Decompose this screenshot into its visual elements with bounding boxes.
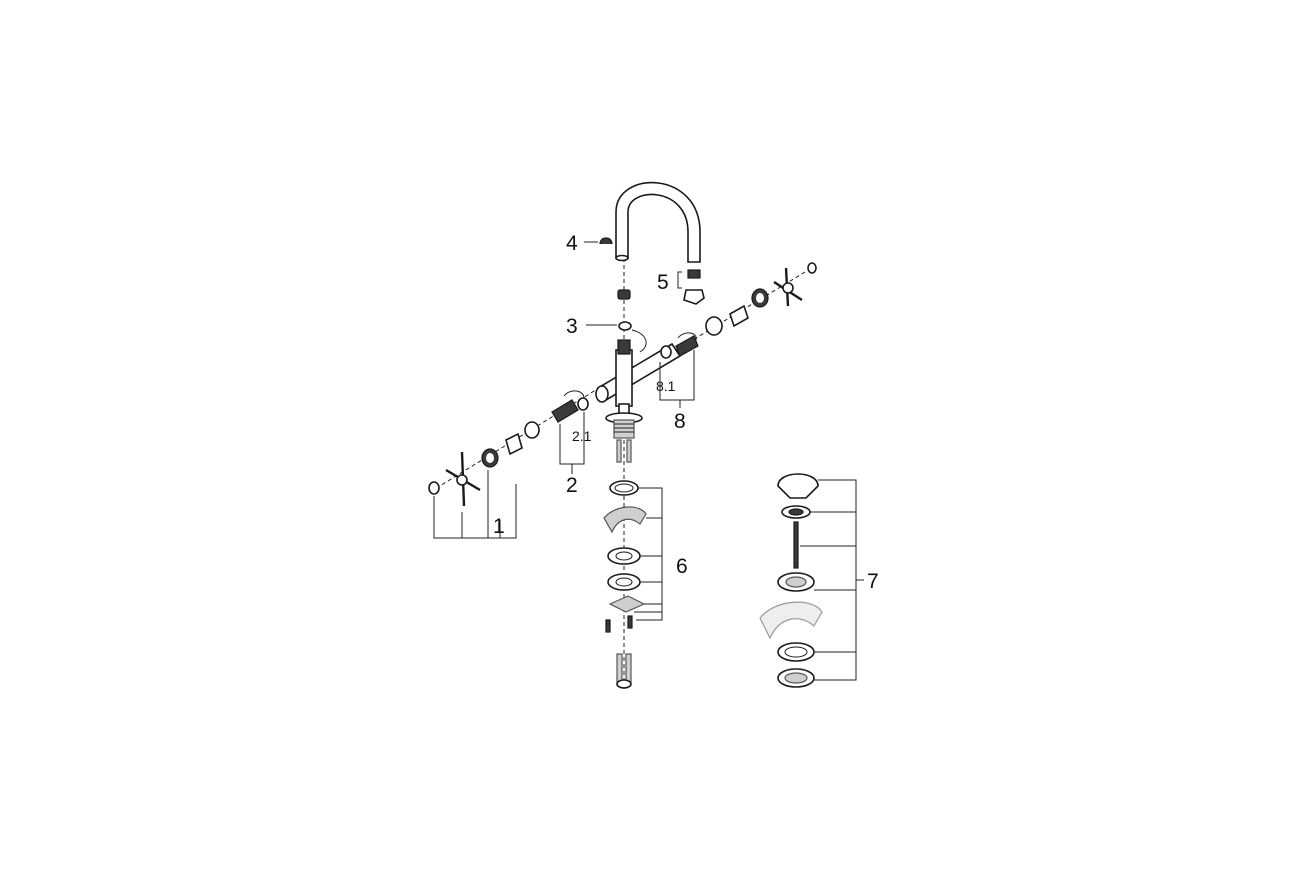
part-3-o-ring [586, 321, 647, 353]
callout-8: 8 [674, 410, 686, 433]
callout-3: 3 [566, 315, 578, 338]
callout-1: 1 [493, 515, 505, 538]
spout-nut [617, 289, 631, 300]
part-2-cartridge-left [551, 390, 589, 423]
supply-hoses-bottom [616, 653, 632, 689]
part-1-leader [433, 470, 517, 539]
valve-body [595, 339, 682, 439]
callout-6: 6 [676, 555, 688, 578]
spout [615, 181, 701, 263]
part-2-leader [559, 412, 585, 474]
part-7-waste-set [759, 473, 864, 688]
callout-7: 7 [867, 570, 879, 593]
part-5-aerator [677, 269, 705, 305]
part-6-mounting-kit [603, 480, 663, 633]
supply-hoses-top [616, 439, 632, 463]
callout-2: 2 [566, 474, 578, 497]
callout-2-1: 2.1 [572, 428, 592, 444]
part-8-cartridge-right [659, 332, 699, 408]
part-4-clip [584, 237, 613, 245]
callout-4: 4 [566, 232, 578, 255]
callout-5: 5 [657, 271, 669, 294]
callout-8-1: 8.1 [656, 378, 676, 394]
part-right-handle [705, 262, 817, 336]
part-1-handle-left [428, 421, 540, 507]
